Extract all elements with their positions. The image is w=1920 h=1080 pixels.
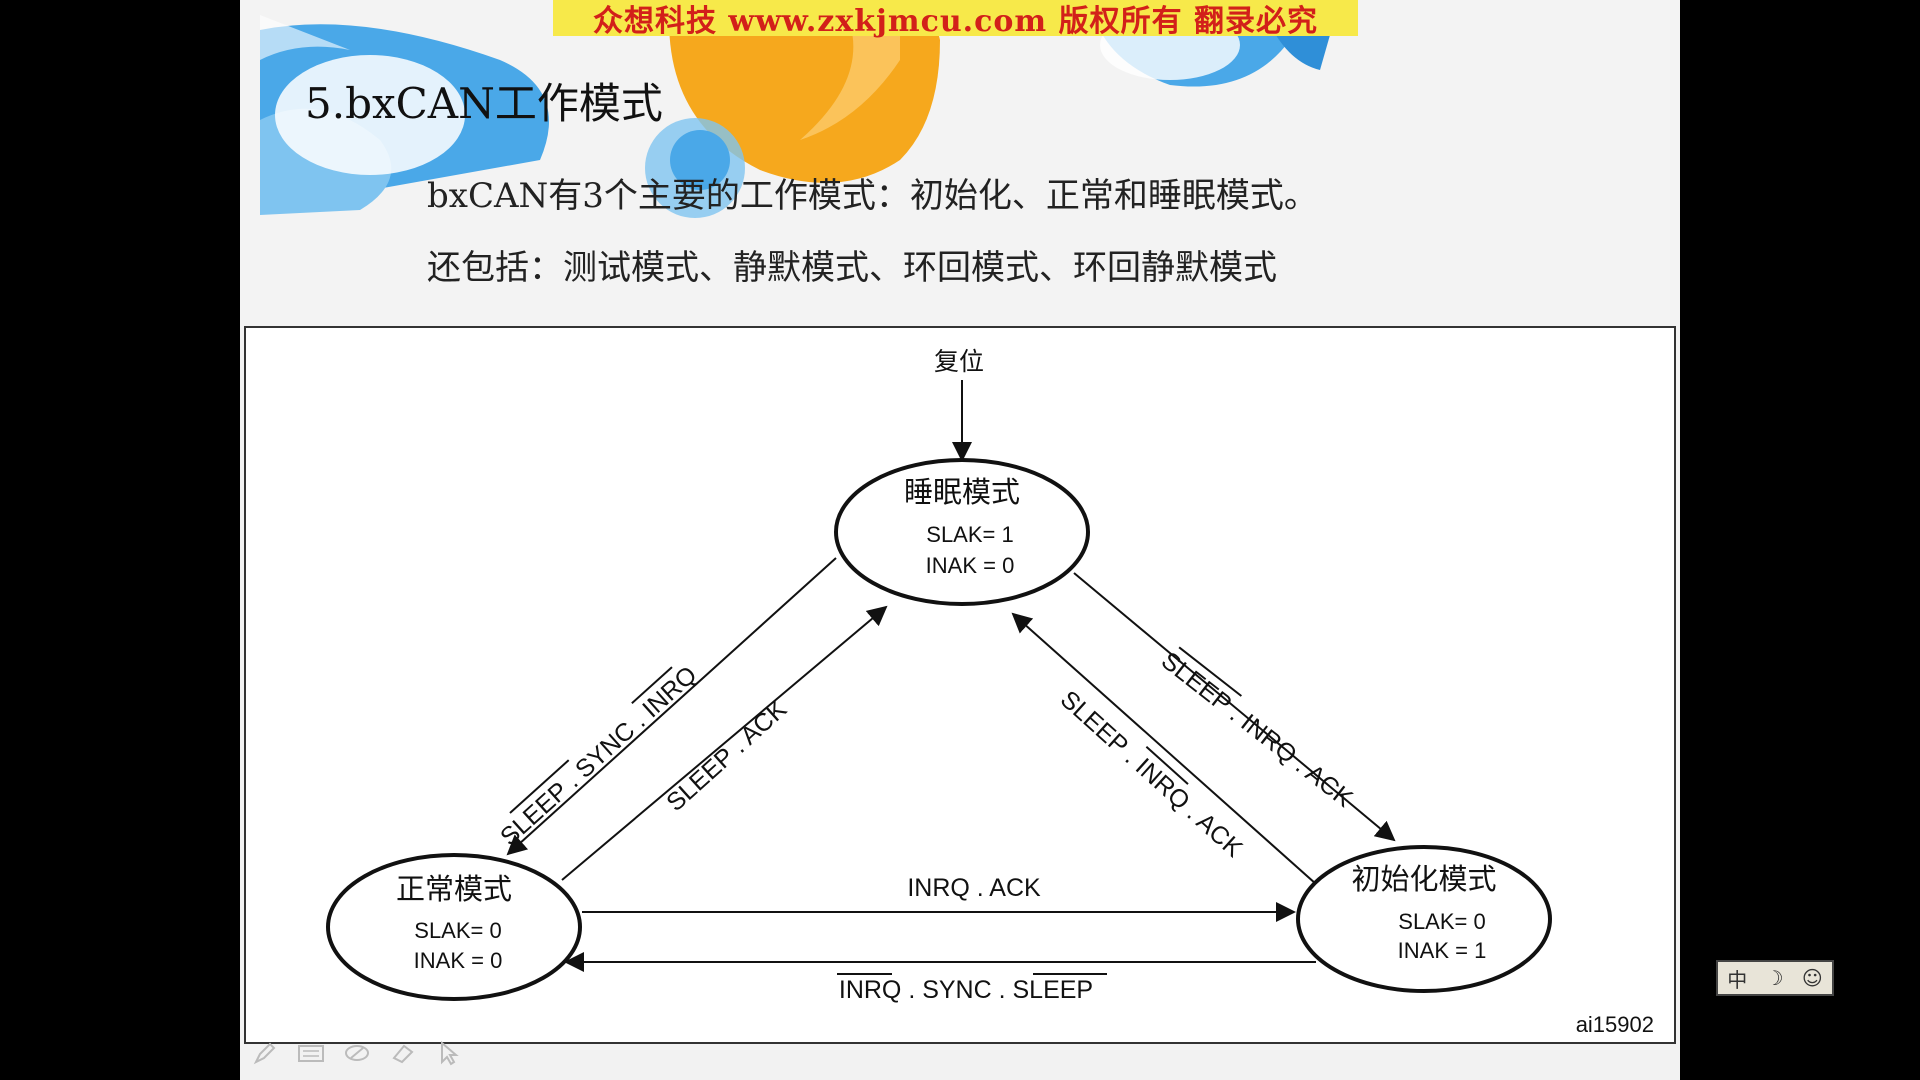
state-sleep: 睡眠模式 SLAK= 1 INAK = 0 (834, 458, 1090, 606)
state-normal-name: 正常模式 (396, 873, 512, 906)
state-init: 初始化模式 SLAK= 0 INAK = 1 (1296, 845, 1552, 993)
label-init-to-normal: INRQ . SYNC . SLEEP (839, 976, 1093, 1004)
state-normal: 正常模式 SLAK= 0 INAK = 0 (326, 853, 582, 1001)
state-normal-inak: INAK = 0 (414, 948, 503, 973)
arrow-normal-to-sleep (561, 605, 888, 881)
overline-inrq-2 (1145, 745, 1189, 785)
watermark-banner: 众想科技 www.zxkjmcu.com 版权所有 翻录必究 (553, 0, 1358, 39)
slide-title: 5.bxCAN工作模式 (305, 79, 663, 128)
state-sleep-slak: SLAK= 1 (926, 522, 1013, 547)
annotation-toolbar (250, 1033, 464, 1073)
arrow-sleep-to-normal (506, 557, 837, 856)
state-init-slak: SLAK= 0 (1398, 909, 1485, 934)
reset-label: 复位 (934, 348, 984, 376)
pen-icon[interactable] (250, 1038, 280, 1068)
arrow-init-to-sleep (1011, 612, 1317, 885)
label-sleep-to-normal: SLEEP . SYNC . INRQ (495, 661, 702, 852)
state-sleep-name: 睡眠模式 (904, 476, 1020, 509)
overline-inrq (631, 666, 673, 705)
state-init-inak: INAK = 1 (1398, 938, 1487, 963)
eraser-icon[interactable] (342, 1038, 372, 1068)
arrow-sleep-to-init (1073, 572, 1396, 842)
state-normal-slak: SLAK= 0 (414, 918, 501, 943)
moon-icon[interactable]: ☽ (1765, 966, 1784, 990)
state-sleep-inak: INAK = 0 (926, 553, 1015, 578)
ime-lang-button[interactable]: 中 (1727, 967, 1748, 992)
overline-sleep (509, 759, 570, 814)
intro-line: bxCAN有3个主要的工作模式：初始化、正常和睡眠模式。 (427, 176, 1318, 216)
marker-icon[interactable] (388, 1038, 418, 1068)
state-diagram-svg: 复位 睡眠模式 SLAK= 1 INAK = 0 正常模式 SLAK= 0 IN… (326, 348, 1654, 1037)
label-normal-to-sleep: SLEEP . ACK (661, 695, 792, 817)
user-icon[interactable]: ☺ (1801, 966, 1823, 990)
state-init-name: 初始化模式 (1351, 863, 1496, 896)
ime-toolbar[interactable]: 中 ☽ ☺ (1716, 960, 1834, 996)
modes-line: 还包括：测试模式、静默模式、环回模式、环回静默模式 (427, 248, 1277, 288)
label-normal-to-init: INRQ . ACK (907, 874, 1041, 902)
state-diagram: 复位 睡眠模式 SLAK= 1 INAK = 0 正常模式 SLAK= 0 IN… (244, 326, 1676, 1044)
overline-sleep-2 (1178, 646, 1243, 697)
banner-text: 众想科技 www.zxkjmcu.com 版权所有 翻录必究 (592, 4, 1319, 39)
slide: 众想科技 www.zxkjmcu.com 版权所有 翻录必究 5.bxCAN工作… (240, 0, 1680, 1080)
figure-id: ai15902 (1576, 1012, 1654, 1037)
pointer-icon[interactable] (434, 1038, 464, 1068)
keyboard-icon[interactable] (296, 1038, 326, 1068)
